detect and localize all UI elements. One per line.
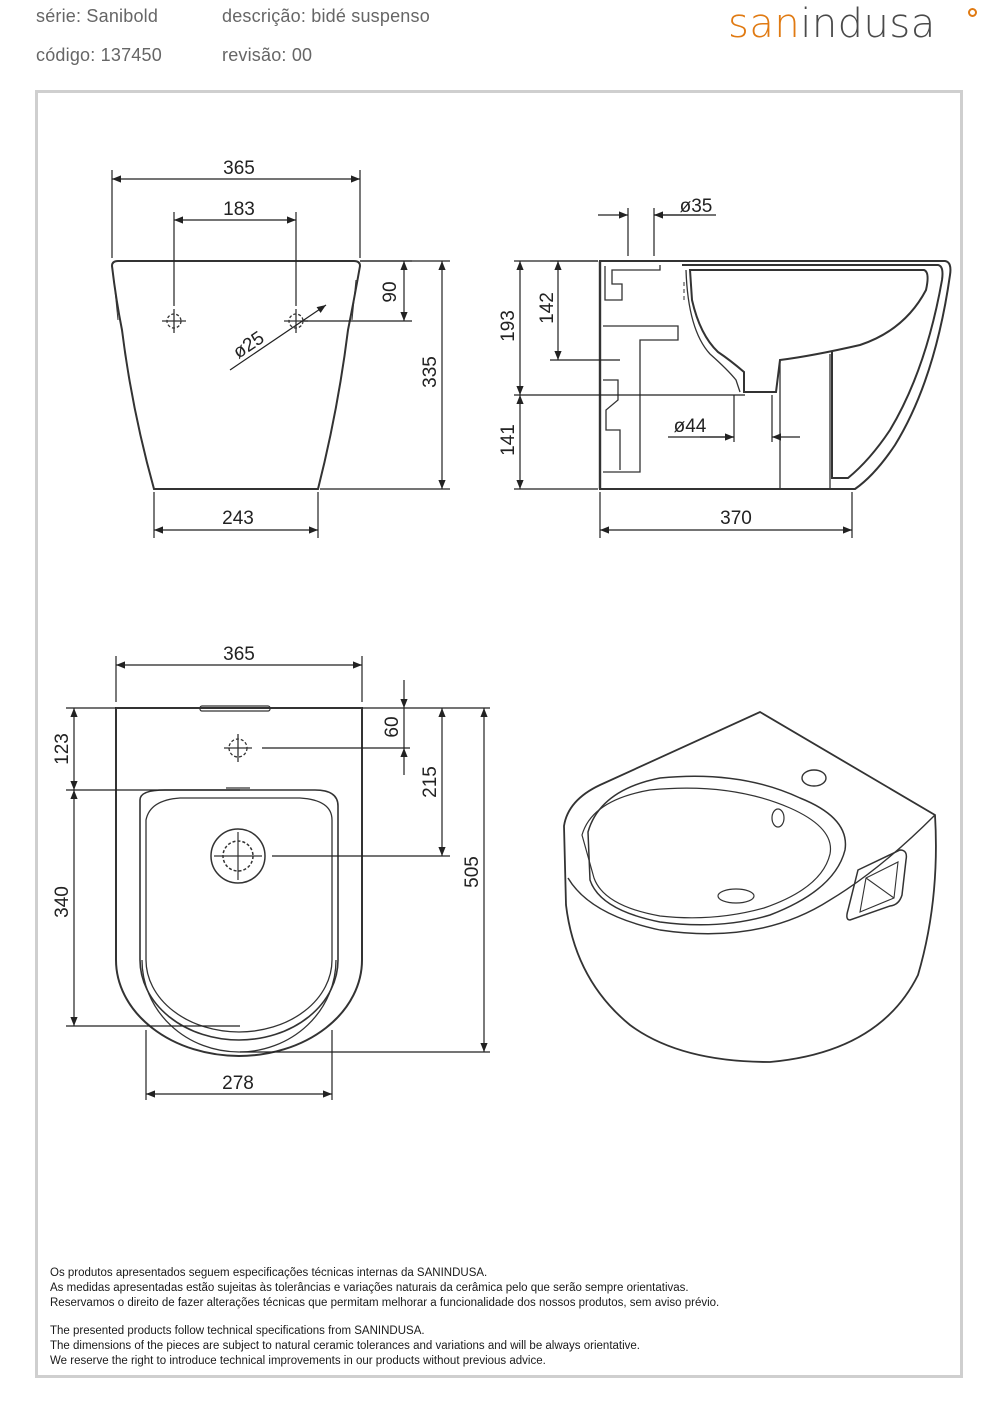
dim-side-142: 142 [537,292,558,324]
dim-side-141: 141 [498,424,519,456]
dim-top-505: 505 [462,856,483,888]
dim-top-340: 340 [52,886,73,918]
dim-front-base: 243 [222,508,254,529]
code-label: código: 137450 [36,45,162,65]
top-bowl-inner [145,797,333,1033]
front-view [110,260,362,490]
side-bowl-outer [682,264,944,479]
note-pt-3: Reservamos o direito de fazer alterações… [50,1297,720,1309]
perspective-tap-hole [801,769,827,787]
dim-top-width: 365 [223,644,255,665]
drawing-frame [35,90,963,1378]
series-label: série: Sanibold [36,6,159,26]
dim-side-top-outlet: ø35 [680,196,713,217]
top-bowl-outer [139,789,339,1041]
top-view [115,705,363,1057]
dim-top-278: 278 [222,1073,254,1094]
perspective-drain [717,888,755,904]
note-en-1: The presented products follow technical … [50,1325,425,1337]
side-bowl-inner [688,269,929,393]
dim-front-hole-diameter: ø25 [229,328,268,364]
dim-side-193: 193 [498,310,519,342]
front-hole-left [162,309,186,333]
perspective-rim-outer [587,775,847,926]
dim-front-height: 335 [420,356,441,388]
dim-top-123: 123 [52,733,73,765]
perspective-side-opening [846,849,908,921]
side-view [598,260,952,490]
logo-part-indusa: indusa [800,1,936,47]
perspective-view [563,710,937,1063]
dim-front-hole-height: 90 [380,281,401,302]
top-drain-hole [210,828,266,884]
top-tap-hole [224,734,252,762]
note-pt-1: Os produtos apresentados seguem especifi… [50,1267,488,1279]
side-view-dimensions [514,208,853,538]
front-view-outline [110,260,362,490]
note-en-2: The dimensions of the pieces are subject… [50,1340,641,1352]
notes-portuguese: Os produtos apresentados seguem especifi… [50,1266,719,1311]
front-view-dimensions [111,170,450,538]
logo-part-san: san [728,1,801,47]
top-view-labels: 365 123 60 215 340 505 278 [52,644,483,1094]
dim-front-holes: 183 [223,199,255,220]
note-en-3: We reserve the right to introduce techni… [50,1355,546,1367]
top-view-dimensions [66,656,490,1100]
description-label: descrição: bidé suspenso [222,6,430,26]
logo-mark-icon [968,8,977,17]
note-pt-2: As medidas apresentadas estão sujeitas à… [50,1282,689,1294]
dim-front-width: 365 [223,158,255,179]
top-view-outline [115,707,363,1057]
front-view-labels: 365 183 ø25 90 335 243 [222,158,441,529]
revision-label: revisão: 00 [222,45,313,65]
side-view-outer [599,260,952,490]
dim-side-outlet: ø44 [674,416,707,437]
notes-english: The presented products follow technical … [50,1324,640,1369]
side-view-labels: ø35 193 142 141 ø44 370 [498,196,752,529]
dim-top-60: 60 [382,716,403,737]
dim-side-depth: 370 [720,508,752,529]
perspective-rim-inner [581,787,832,919]
brand-logo: sanindusa [728,2,936,46]
dim-top-215: 215 [420,766,441,798]
perspective-body [563,710,937,1063]
